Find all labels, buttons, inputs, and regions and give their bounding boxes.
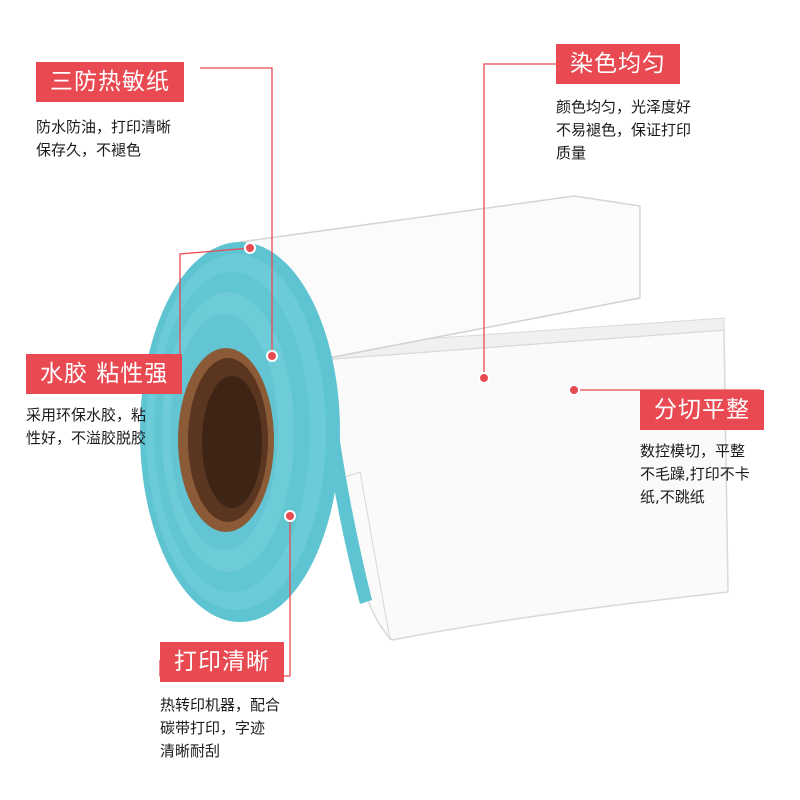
callout-desc-flat-cut: 数控模切，平整 不毛躁,打印不卡 纸,不跳纸 xyxy=(640,440,750,509)
desc-line: 颜色均匀，光泽度好 xyxy=(556,98,692,116)
callout-title-adhesive: 水胶 粘性强 xyxy=(26,354,183,394)
callout-desc-even-dye: 颜色均匀，光泽度好 不易褪色，保证打印 质量 xyxy=(556,96,691,165)
callout-title-clear-print: 打印清晰 xyxy=(160,642,284,682)
desc-line: 保存久，不褪色 xyxy=(36,141,142,159)
callout-title-flat-cut: 分切平整 xyxy=(640,390,764,430)
callout-title-tri-proof: 三防热敏纸 xyxy=(36,62,184,102)
desc-line: 不毛躁,打印不卡 xyxy=(640,465,750,483)
callout-desc-adhesive: 采用环保水胶，粘 性好，不溢胶脱胶 xyxy=(26,404,146,450)
marker-dots xyxy=(244,242,580,522)
desc-line: 清晰耐刮 xyxy=(160,742,221,760)
desc-line: 采用环保水胶，粘 xyxy=(26,406,147,424)
label-strip xyxy=(238,195,729,641)
desc-line: 热转印机器，配合 xyxy=(160,696,281,714)
desc-line: 防水防油，打印清晰 xyxy=(36,118,172,136)
desc-line: 质量 xyxy=(556,144,587,162)
roll-core xyxy=(178,348,274,532)
desc-line: 不易褪色，保证打印 xyxy=(556,121,692,139)
callout-title-even-dye: 染色均匀 xyxy=(556,44,680,84)
desc-line: 碳带打印，字迹 xyxy=(160,719,266,737)
desc-line: 性好，不溢胶脱胶 xyxy=(26,429,147,447)
desc-line: 纸,不跳纸 xyxy=(640,488,705,506)
callout-desc-tri-proof: 防水防油，打印清晰 保存久，不褪色 xyxy=(36,116,171,162)
callout-desc-clear-print: 热转印机器，配合 碳带打印，字迹 清晰耐刮 xyxy=(160,694,280,763)
desc-line: 数控模切，平整 xyxy=(640,442,746,460)
